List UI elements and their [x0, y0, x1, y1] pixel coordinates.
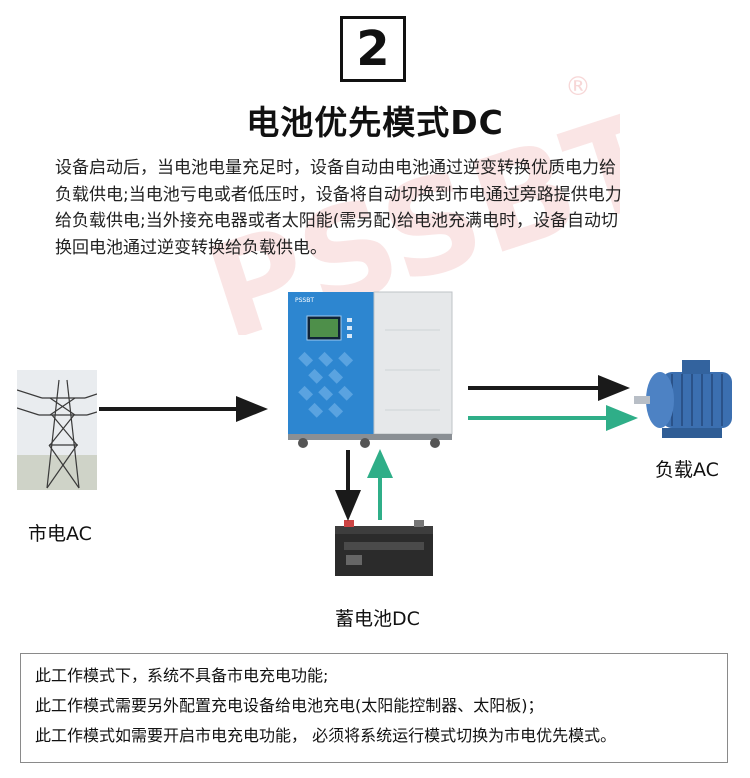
battery-dc-label: 蓄电池DC	[335, 604, 420, 631]
description-line: 设备启动后，当电池电量充足时，设备自动由电池通过逆变转换优质电力给	[55, 155, 705, 182]
mode-title: 电池优先模式DC	[0, 96, 750, 144]
description-line: 给负载供电;当外接充电器或者太阳能(需另配)给电池充满电时，设备自动切	[55, 208, 705, 235]
step-number: 2	[356, 25, 389, 73]
grid-to-inverter-arrowhead	[236, 396, 268, 422]
note-line: 此工作模式需要另外配置充电设备给电池充电(太阳能控制器、太阳板)；	[35, 691, 713, 721]
battery-image	[332, 520, 436, 578]
description-line: 负载供电;当电池亏电或者低压时，设备将自动切换到市电通过旁路提供电力	[55, 182, 705, 209]
inverter-cabinet-image: PSSBT	[285, 290, 455, 450]
note-line: 此工作模式下，系统不具备市电充电功能;	[35, 661, 713, 691]
step-number-box: 2	[340, 16, 406, 82]
motor-load-image	[632, 352, 742, 444]
load-ac-label: 负载AC	[655, 455, 719, 482]
device-brand-label: PSSBT	[295, 297, 314, 304]
inverter-to-load-bypass-arrowhead	[598, 375, 630, 401]
description-line: 换回电池通过逆变转换给负载供电。	[55, 235, 705, 262]
note-line: 此工作模式如需要开启市电充电功能， 必须将系统运行模式切换为市电优先模式。	[35, 721, 713, 751]
mode-description: 设备启动后，当电池电量充足时，设备自动由电池通过逆变转换优质电力给 负载供电;当…	[55, 155, 705, 261]
battery-to-inverter-arrowhead	[367, 449, 393, 478]
inverter-to-battery-arrowhead	[335, 490, 361, 521]
mode-notes-box: 此工作模式下，系统不具备市电充电功能; 此工作模式需要另外配置充电设备给电池充电…	[20, 653, 728, 763]
grid-ac-label: 市电AC	[28, 519, 92, 546]
power-tower-image	[17, 370, 97, 490]
